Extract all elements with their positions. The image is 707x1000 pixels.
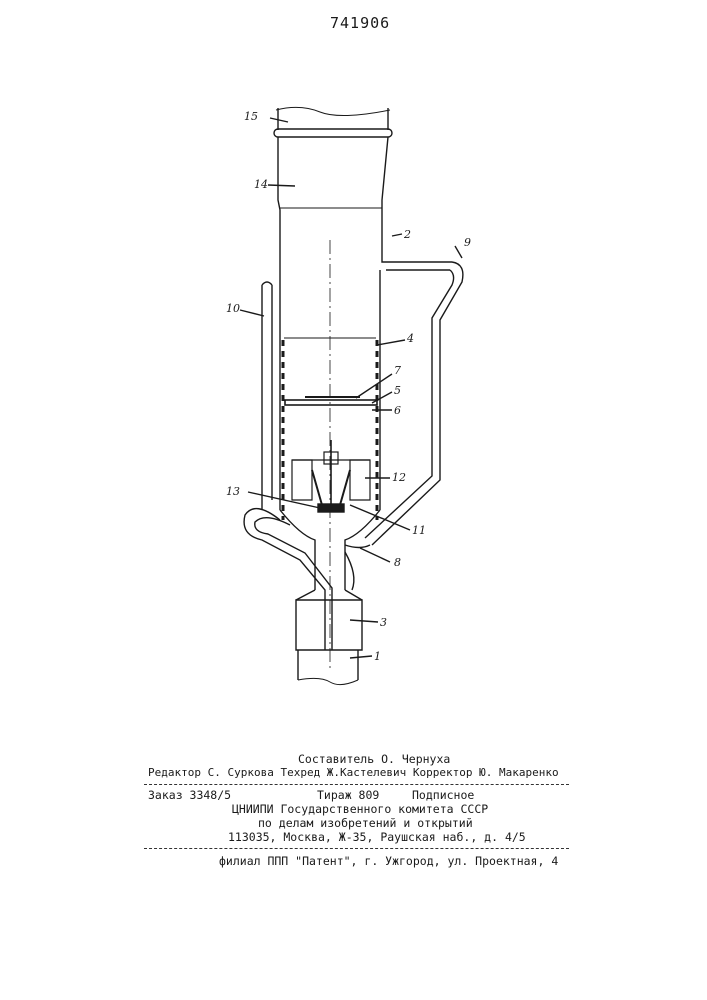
technical-drawing: 15 14 2 9 10 4 7 5 6 12 13 11 8 3 1 [0,0,707,720]
imprint-branch: филиал ППП "Патент", г. Ужгород, ул. Про… [219,854,558,868]
label-6: 6 [394,404,401,417]
coupling-3 [296,600,362,650]
label-11: 11 [412,524,426,537]
label-4: 4 [406,332,414,345]
imprint-editors: Редактор С. Суркова Техред Ж.Кастелевич … [148,766,559,779]
imprint-circulation: Тираж 809 [317,788,379,802]
imprint-address: 113035, Москва, Ж-35, Раушская наб., д. … [228,830,526,844]
lower-pipe [298,650,358,680]
label-10: 10 [226,302,240,315]
label-5: 5 [394,384,401,397]
divider-bottom [144,848,569,849]
label-3: 3 [380,616,387,629]
label-15: 15 [244,110,258,123]
label-1: 1 [374,650,381,663]
top-pipe [278,108,388,130]
coupling-ring [274,129,392,137]
upper-tube [278,137,388,338]
imprint-institute: ЦНИИПИ Государственного комитета СССР [232,802,488,816]
imprint-compiler: Составитель О. Чернуха [298,752,450,766]
label-9: 9 [464,236,471,249]
label-13: 13 [226,485,240,498]
imprint-subscription: Подписное [412,788,474,802]
imprint-order: Заказ 3348/5 [148,788,231,802]
label-2: 2 [403,228,411,241]
label-12: 12 [392,471,406,484]
divider-top [144,784,569,785]
label-14: 14 [254,178,268,191]
imprint-institute-line2: по делам изобретений и открытий [258,816,473,830]
body-tube [280,255,452,510]
label-8: 8 [394,556,401,569]
label-7: 7 [394,364,401,377]
